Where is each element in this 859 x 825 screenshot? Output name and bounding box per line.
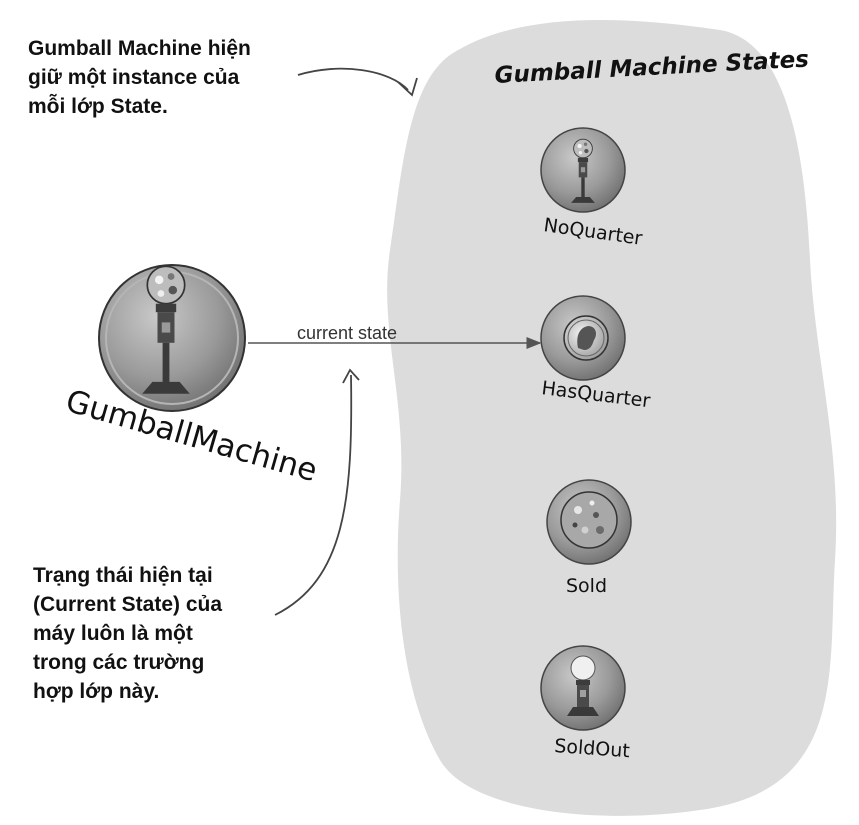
state-label-soldout: SoldOut xyxy=(554,735,631,762)
bottom-note-pointer-head xyxy=(342,368,360,384)
state-label-sold: Sold xyxy=(566,575,607,597)
bottom-note: Trạng thái hiện tại (Current State) của … xyxy=(33,564,223,703)
states-region-blob xyxy=(387,20,837,816)
state-soldout: SoldOut xyxy=(540,645,631,762)
bottom-note-pointer xyxy=(274,374,353,616)
top-note-pointer-head xyxy=(397,77,418,97)
top-note-pointer xyxy=(297,67,409,91)
state-sold: Sold xyxy=(546,479,632,597)
empty-gumball-machine-icon xyxy=(567,655,599,716)
quarter-coin-icon xyxy=(563,315,609,361)
gumball-icon xyxy=(560,491,618,549)
current-state-label: current state xyxy=(297,323,397,343)
top-note: Gumball Machine hiện giữ một instance củ… xyxy=(28,37,251,118)
gumball-machine xyxy=(98,264,246,412)
